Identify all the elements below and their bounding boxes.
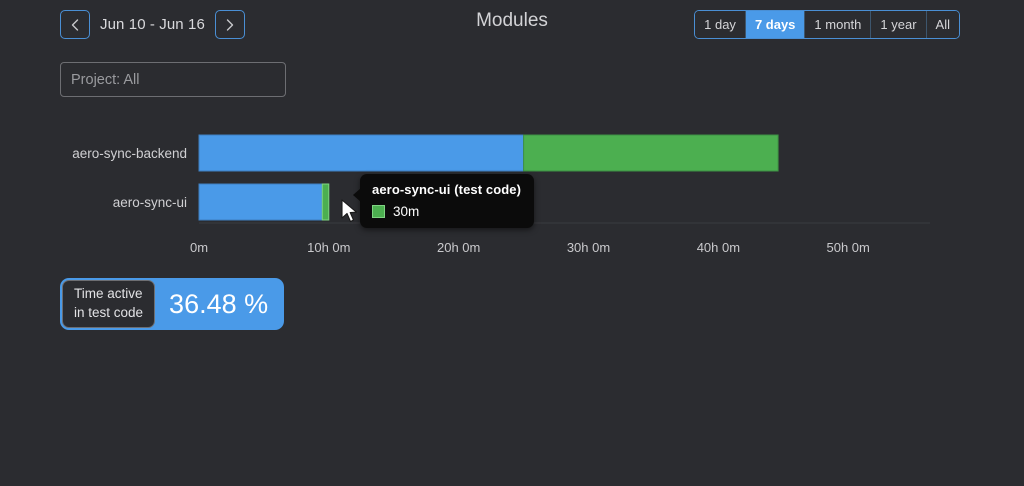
range-option-1-month[interactable]: 1 month: [805, 11, 872, 38]
bar-segment-ui-test-code[interactable]: [321, 183, 330, 221]
xtick-label-1: 10h 0m: [307, 240, 350, 255]
bar-segment-ui-code[interactable]: [198, 183, 323, 221]
range-option-all[interactable]: All: [926, 11, 959, 38]
previous-period-button[interactable]: [60, 10, 90, 39]
time-range-selector: 1 day 7 days 1 month 1 year All: [694, 10, 960, 39]
time-active-stat-badge: Time active in test code 36.48 %: [60, 278, 285, 330]
chevron-right-icon: [226, 18, 234, 31]
tooltip-color-swatch: [372, 205, 385, 218]
bar-segment-backend-code[interactable]: [198, 134, 525, 172]
tooltip-series-row: 30m: [372, 204, 522, 219]
range-option-1-year[interactable]: 1 year: [871, 11, 927, 38]
chevron-left-icon: [71, 18, 79, 31]
xtick-label-5: 50h 0m: [827, 240, 870, 255]
range-option-7-days[interactable]: 7 days: [745, 11, 806, 38]
modules-bar-chart: aero-sync-backend aero-sync-ui 0m 10h 0m…: [0, 110, 1024, 260]
range-option-1-day[interactable]: 1 day: [695, 11, 746, 38]
stat-label-line2: in test code: [74, 305, 144, 320]
row-label-aero-sync-backend: aero-sync-backend: [72, 146, 187, 161]
date-range-label: Jun 10 - Jun 16: [100, 16, 205, 33]
stat-label-line1: Time active: [74, 286, 143, 302]
page-title: Modules: [476, 10, 548, 31]
next-period-button[interactable]: [214, 10, 245, 39]
xtick-label-4: 40h 0m: [697, 240, 740, 255]
tooltip-value: 30m: [393, 204, 420, 219]
xtick-label-2: 20h 0m: [437, 240, 480, 255]
xtick-label-3: 30h 0m: [567, 240, 610, 255]
stat-value: 36.48 %: [169, 288, 269, 319]
bar-segment-backend-test-code[interactable]: [523, 134, 779, 172]
row-label-aero-sync-ui: aero-sync-ui: [113, 195, 187, 210]
stat-label: Time active in test code: [62, 280, 156, 328]
date-navigator: Jun 10 - Jun 16: [60, 10, 245, 39]
xtick-label-0: 0m: [190, 240, 208, 255]
project-filter-input[interactable]: [60, 62, 286, 97]
chart-tooltip: aero-sync-ui (test code) 30m: [353, 174, 534, 228]
tooltip-tail: [353, 188, 361, 202]
tooltip-title: aero-sync-ui (test code): [372, 182, 522, 197]
app-header: Jun 10 - Jun 16 Modules 1 day 7 days 1 m…: [0, 0, 1024, 48]
